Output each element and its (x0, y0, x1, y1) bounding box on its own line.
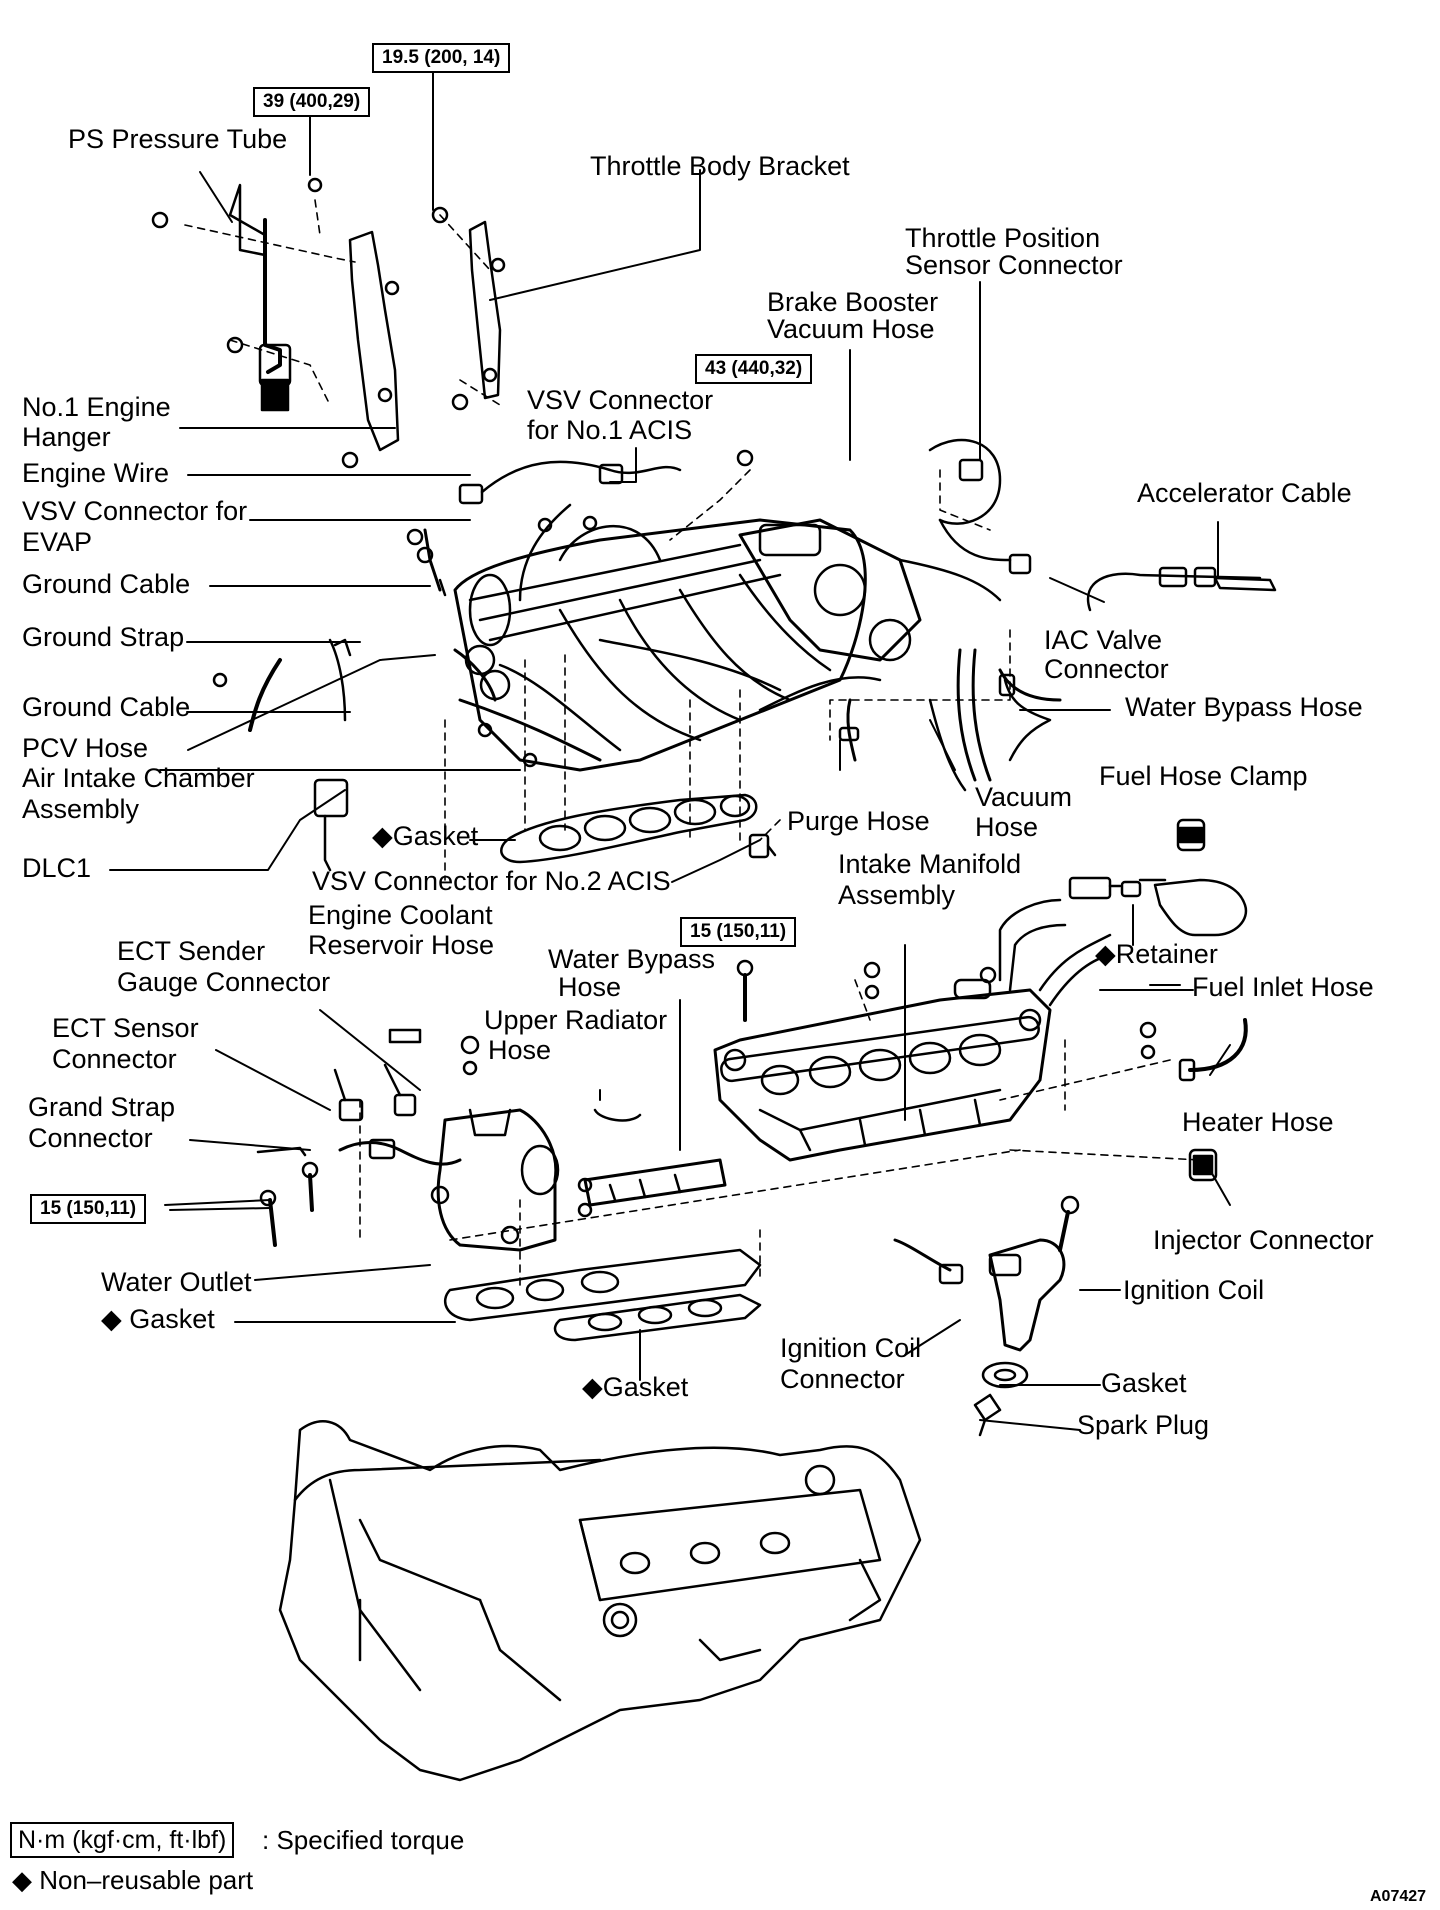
label-gasket-upper: ◆Gasket (372, 821, 479, 851)
label-gasket-spark-plug: Gasket (1101, 1368, 1187, 1398)
legend-nonreusable: ◆ Non–reusable part (12, 1865, 254, 1895)
label-water-bypass-hose-lower-line2: Hose (558, 972, 622, 1002)
label-engine-wire: Engine Wire (22, 458, 170, 488)
accelerator-cable-shape (1086, 566, 1277, 612)
vsv-no2-connector-shape (748, 833, 770, 859)
reference-code: A07427 (1370, 1888, 1427, 1905)
legend-torque-box: N·m (kgf·cm, ft·lbf) (10, 1822, 235, 1858)
label-gasket-water-outlet: ◆ Gasket (101, 1304, 215, 1334)
label-vsv-no2-acis: VSV Connector for No.2 ACIS (312, 866, 671, 896)
label-dlc1: DLC1 (22, 853, 92, 883)
torque-spec-43: 43 (440,32) (695, 354, 813, 384)
label-water-bypass-hose-lower-line1: Water Bypass (548, 944, 716, 974)
engine-block-shape (278, 1420, 922, 1782)
torque-spec-15-manifold: 15 (150,11) (680, 917, 797, 947)
label-tps-connector-line1: Throttle Position (905, 223, 1101, 253)
label-throttle-body-bracket: Throttle Body Bracket (590, 151, 850, 181)
label-pcv-hose: PCV Hose (22, 733, 149, 763)
label-no1-engine-hanger-line2: Hanger (22, 422, 111, 452)
water-outlet-shape (256, 1028, 727, 1252)
label-ignition-coil-connector-line2: Connector (780, 1364, 905, 1394)
label-iac-valve-line2: Connector (1044, 654, 1169, 684)
intake-manifold-shape (713, 898, 1157, 1162)
label-accelerator-cable: Accelerator Cable (1137, 478, 1352, 508)
left-cables (212, 528, 538, 872)
label-engine-coolant-line1: Engine Coolant (308, 900, 493, 930)
lower-gaskets-shape (444, 1248, 762, 1342)
label-ect-sender-line2: Gauge Connector (117, 967, 331, 997)
label-upper-radiator-line2: Hose (488, 1035, 552, 1065)
label-vsv-evap-line1: VSV Connector for (22, 496, 248, 526)
label-engine-coolant-line2: Reservoir Hose (308, 930, 495, 960)
label-injector-connector: Injector Connector (1153, 1225, 1374, 1255)
label-brake-booster-line1: Brake Booster (767, 287, 939, 317)
label-water-bypass-hose-upper: Water Bypass Hose (1125, 692, 1363, 722)
label-grand-strap-line1: Grand Strap (28, 1092, 176, 1122)
label-ignition-coil-connector-line1: Ignition Coil (780, 1333, 922, 1363)
label-vsv-no1-acis-line1: VSV Connector (527, 385, 714, 415)
label-vacuum-hose-line2: Hose (975, 812, 1039, 842)
label-ect-sensor-line2: Connector (52, 1044, 177, 1074)
label-upper-radiator-line1: Upper Radiator (484, 1005, 668, 1035)
upper-gasket-shape (500, 793, 758, 864)
label-brake-booster-line2: Vacuum Hose (767, 314, 935, 344)
label-vacuum-hose-line1: Vacuum (975, 782, 1073, 812)
label-no1-engine-hanger-line1: No.1 Engine (22, 392, 171, 422)
ps-pressure-tube-group (151, 177, 359, 469)
label-ground-cable-upper: Ground Cable (22, 569, 191, 599)
label-ground-strap: Ground Strap (22, 622, 185, 652)
leader-lines (109, 66, 1231, 1431)
ignition-coil-shape (893, 1195, 1080, 1437)
label-retainer: ◆Retainer (1095, 939, 1218, 969)
label-ect-sender-line1: ECT Sender (117, 936, 266, 966)
label-ect-sensor-line1: ECT Sensor (52, 1013, 199, 1043)
label-air-intake-chamber-line1: Air Intake Chamber (22, 763, 255, 793)
dashed-alignment-lines (184, 199, 1201, 1291)
label-ignition-coil: Ignition Coil (1123, 1275, 1265, 1305)
label-spark-plug: Spark Plug (1077, 1410, 1210, 1440)
label-iac-valve-line1: IAC Valve (1044, 625, 1163, 655)
torque-spec-39: 39 (400,29) (253, 87, 371, 117)
label-grand-strap-line2: Connector (28, 1123, 153, 1153)
label-intake-manifold-line2: Assembly (838, 880, 956, 910)
label-fuel-hose-clamp: Fuel Hose Clamp (1099, 761, 1308, 791)
label-vsv-no1-acis-line2: for No.1 ACIS (527, 415, 693, 445)
label-tps-connector-line2: Sensor Connector (905, 250, 1123, 280)
heater-hose-shape (1178, 1018, 1248, 1182)
legend-torque-text: : Specified torque (262, 1825, 465, 1855)
label-gasket-lower: ◆Gasket (582, 1372, 689, 1402)
label-heater-hose: Heater Hose (1182, 1107, 1334, 1137)
throttle-body-bracket-shape (431, 206, 506, 411)
label-vsv-evap-line2: EVAP (22, 527, 93, 557)
label-purge-hose: Purge Hose (787, 806, 930, 836)
no1-engine-hanger-bracket (348, 230, 400, 452)
fuel-hose-clamp-shape (1068, 818, 1248, 937)
label-ground-cable-lower: Ground Cable (22, 692, 191, 722)
label-intake-manifold-line1: Intake Manifold (838, 849, 1022, 879)
label-water-outlet: Water Outlet (101, 1267, 252, 1297)
torque-spec-19-5: 19.5 (200, 14) (372, 43, 511, 73)
torque-spec-15-water-outlet: 15 (150,11) (30, 1194, 147, 1224)
air-intake-chamber-shape (416, 438, 1032, 772)
label-ps-pressure-tube: PS Pressure Tube (68, 124, 288, 154)
label-fuel-inlet-hose: Fuel Inlet Hose (1192, 972, 1374, 1002)
side-hoses (838, 648, 1062, 792)
label-air-intake-chamber-line2: Assembly (22, 794, 140, 824)
